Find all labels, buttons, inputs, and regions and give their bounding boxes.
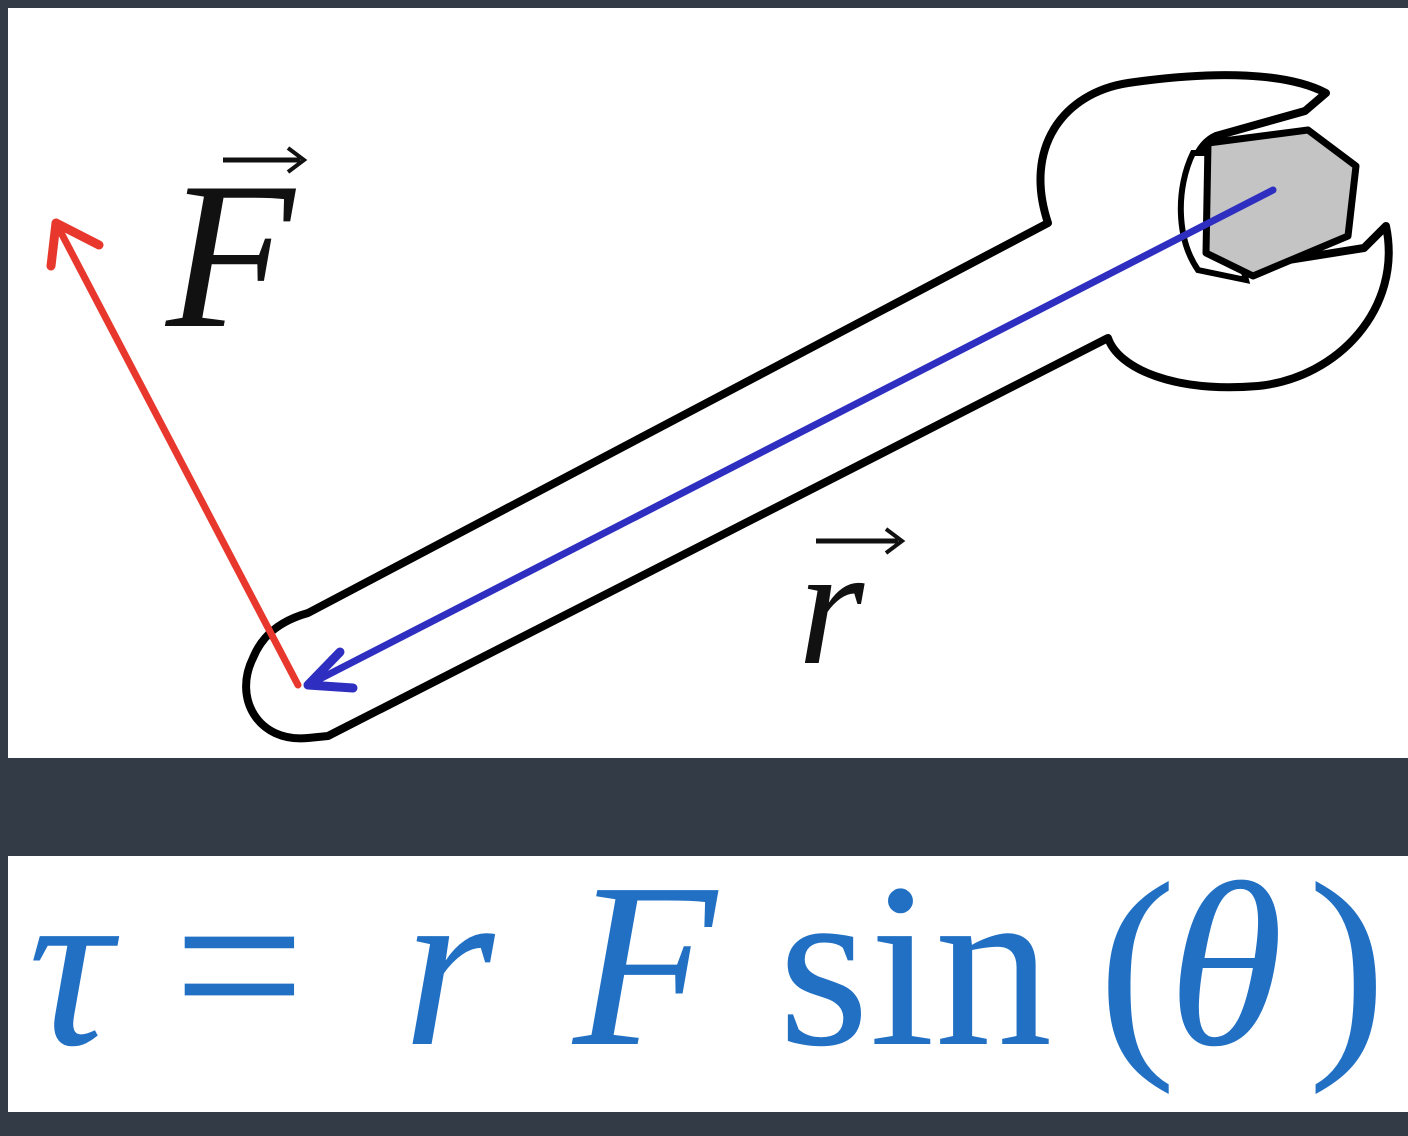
equation-panel: τ = r F sin ( θ ) (8, 856, 1408, 1112)
close-paren: ) (1308, 856, 1386, 1095)
r-symbol: r (403, 856, 496, 1095)
theta-symbol: θ (1168, 856, 1283, 1095)
diagram-panel: F r (8, 8, 1408, 758)
F-symbol: F (571, 856, 719, 1095)
radius-overarrow-icon (816, 527, 906, 555)
open-paren: ( (1098, 856, 1176, 1095)
force-overarrow-icon (223, 146, 308, 174)
equals-sign: = (173, 856, 306, 1095)
torque-equation: τ = r F sin ( θ ) (28, 856, 1386, 1095)
radius-arrowhead (303, 647, 358, 693)
tau-symbol: τ (28, 856, 120, 1095)
force-label: F (164, 140, 297, 372)
force-arrowhead (46, 218, 104, 271)
force-vector (52, 219, 302, 689)
wrench-diagram: F r (46, 71, 1393, 743)
radius-vector (304, 186, 1277, 689)
sin-function: sin (778, 856, 1052, 1095)
equation-text: τ = r F sin ( θ ) (28, 856, 1386, 1095)
bolt-hexagon (1202, 126, 1360, 280)
